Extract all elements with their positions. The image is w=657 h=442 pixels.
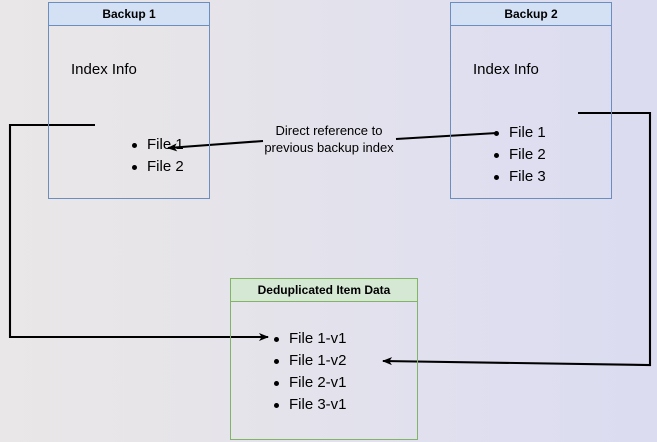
list-item: File 3-v1: [273, 394, 347, 416]
backup-1-file-list: File 1 File 2: [131, 134, 184, 178]
node-backup-1-body: Index Info File 1 File 2: [49, 26, 209, 198]
list-item: File 1-v1: [273, 328, 347, 350]
edge-label-line-1: Direct reference to: [275, 123, 383, 138]
list-item: File 1-v2: [273, 350, 347, 372]
list-item: File 1: [131, 134, 184, 156]
list-item: File 3: [493, 166, 546, 188]
node-backup-2-header: Backup 2: [451, 3, 611, 26]
backup-1-index-info-label: Index Info: [71, 61, 137, 78]
node-backup-2[interactable]: Backup 2 Index Info File 1 File 2 File 3: [450, 2, 612, 199]
node-backup-1[interactable]: Backup 1 Index Info File 1 File 2: [48, 2, 210, 199]
node-backup-2-body: Index Info File 1 File 2 File 3: [451, 26, 611, 198]
edge-label-direct-reference: Direct reference to previous backup inde…: [263, 122, 395, 156]
edge-label-line-2: previous backup index: [264, 140, 394, 155]
node-deduplicated-item-data-body: File 1-v1 File 1-v2 File 2-v1 File 3-v1: [231, 302, 417, 439]
dedup-file-list: File 1-v1 File 1-v2 File 2-v1 File 3-v1: [273, 328, 347, 416]
node-deduplicated-item-data[interactable]: Deduplicated Item Data File 1-v1 File 1-…: [230, 278, 418, 440]
backup-2-index-info-label: Index Info: [473, 61, 539, 78]
list-item: File 2: [493, 144, 546, 166]
backup-2-file-list: File 1 File 2 File 3: [493, 122, 546, 188]
list-item: File 2: [131, 156, 184, 178]
node-deduplicated-item-data-header: Deduplicated Item Data: [231, 279, 417, 302]
node-backup-1-header: Backup 1: [49, 3, 209, 26]
list-item: File 2-v1: [273, 372, 347, 394]
list-item: File 1: [493, 122, 546, 144]
